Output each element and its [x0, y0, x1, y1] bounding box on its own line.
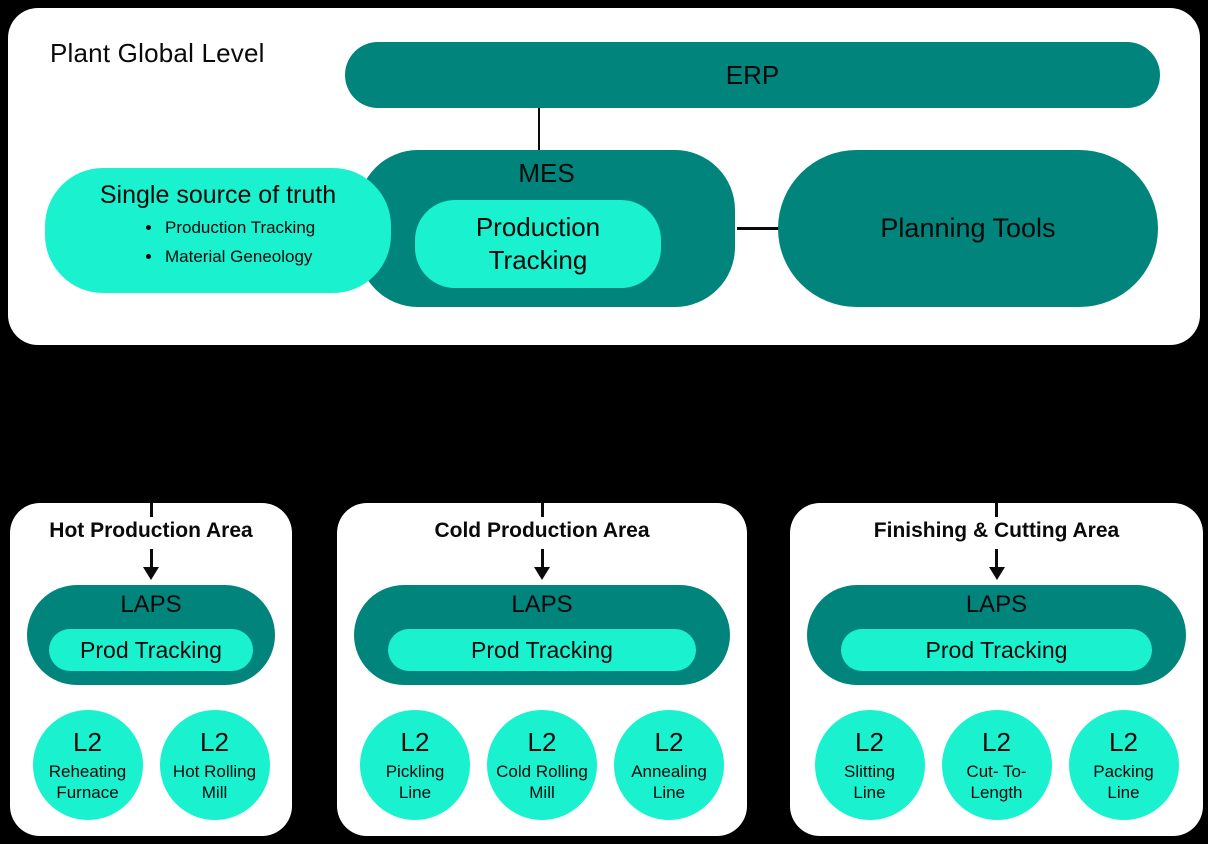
l2-unit-pickling-line: L2 Pickling Line [360, 710, 470, 820]
area-title: Finishing & Cutting Area [873, 519, 1120, 542]
down-arrow-head [143, 567, 159, 580]
down-arrow-line [540, 549, 544, 567]
down-arrow-head [534, 567, 550, 580]
laps-label: LAPS [511, 591, 573, 618]
mes-production-tracking-node: Production Tracking [415, 200, 661, 288]
l2-unit-name-line: Furnace [56, 783, 119, 802]
l2-unit-annealing-line: L2 Annealing Line [614, 710, 724, 820]
down-arrow-line [995, 503, 998, 517]
l2-unit-reheating-furnace: L2 Reheating Furnace [32, 710, 143, 820]
l2-level-label: L2 [1109, 727, 1138, 757]
single-source-bullet-list: Production Tracking Material Geneology [45, 213, 391, 271]
laps-node: LAPS Prod Tracking [354, 585, 730, 685]
down-arrow-head [988, 567, 1005, 580]
erp-label: ERP [725, 59, 780, 90]
l2-level-label: L2 [855, 727, 884, 757]
l2-unit-name-line: Slitting [843, 762, 896, 781]
prod-tracking-label: Prod Tracking [925, 636, 1068, 663]
prod-tracking-node: Prod Tracking [841, 629, 1152, 671]
l2-unit-name-line: Annealing [631, 762, 707, 781]
l2-unit-name-line: Line [398, 783, 432, 802]
mes-production-tracking-line2: Tracking [488, 245, 588, 275]
mes-label: MES [518, 158, 575, 188]
l2-unit-name-line: Packing [1093, 762, 1154, 781]
l2-unit-name-line: Hot Rolling [172, 762, 257, 781]
down-arrow-line [149, 503, 153, 517]
cold-production-area-card: Cold Production Area LAPS Prod Tracking … [337, 503, 747, 836]
mes-planning-connector-line [737, 227, 779, 230]
l2-unit-name-line: Cold Rolling [496, 762, 588, 781]
hot-production-area-card: Hot Production Area LAPS Prod Tracking L… [10, 503, 292, 836]
l2-unit-hot-rolling-mill: L2 Hot Rolling Mill [159, 710, 270, 820]
l2-level-label: L2 [982, 727, 1011, 757]
finishing-cutting-area-card: Finishing & Cutting Area LAPS Prod Track… [790, 503, 1203, 836]
erp-mes-connector-line [538, 108, 540, 150]
laps-node: LAPS Prod Tracking [27, 585, 275, 685]
l2-unit-name-line: Mill [529, 783, 555, 802]
l2-unit-name-line: Reheating [48, 762, 127, 781]
l2-level-label: L2 [400, 727, 430, 757]
plant-global-card: Plant Global Level ERP MES Production Tr… [8, 8, 1200, 345]
l2-unit-name-line: Pickling [385, 762, 445, 781]
l2-level-label: L2 [654, 727, 684, 757]
l2-unit-name-line: Line [853, 783, 886, 802]
area-title: Cold Production Area [434, 519, 650, 542]
l2-circle-row: L2 Reheating Furnace L2 Hot Rolling Mill [10, 710, 292, 820]
down-arrow-line [149, 549, 153, 567]
l2-unit-name-line: Line [652, 783, 686, 802]
planning-tools-label: Planning Tools [880, 213, 1056, 243]
l2-level-label: L2 [200, 727, 229, 757]
single-source-bullet: Material Geneology [163, 242, 391, 271]
prod-tracking-node: Prod Tracking [387, 629, 697, 671]
down-arrow-line [995, 549, 998, 567]
l2-unit-cut-to-length: L2 Cut- To- Length [941, 710, 1052, 820]
prod-tracking-node: Prod Tracking [49, 629, 253, 671]
l2-unit-name-line: Cut- To- [966, 762, 1027, 781]
area-title: Hot Production Area [49, 519, 253, 542]
l2-circle-row: L2 Pickling Line L2 Cold Rolling Mill L2… [337, 710, 747, 820]
prod-tracking-label: Prod Tracking [80, 636, 222, 663]
plant-global-title: Plant Global Level [50, 38, 265, 68]
l2-level-label: L2 [73, 727, 102, 757]
l2-unit-name-line: Length [970, 783, 1023, 802]
single-source-title: Single source of truth [99, 181, 337, 209]
single-source-bullet: Production Tracking [163, 213, 391, 242]
l2-unit-name-line: Line [1107, 783, 1140, 802]
mes-production-tracking-line1: Production [475, 212, 601, 242]
down-arrow-line [540, 503, 544, 517]
erp-node: ERP [345, 42, 1160, 108]
l2-level-label: L2 [527, 727, 557, 757]
prod-tracking-label: Prod Tracking [471, 636, 613, 663]
l2-unit-name-line: Mill [201, 783, 228, 802]
laps-label: LAPS [965, 591, 1028, 618]
l2-unit-slitting-line: L2 Slitting Line [814, 710, 925, 820]
laps-node: LAPS Prod Tracking [807, 585, 1186, 685]
laps-label: LAPS [120, 591, 182, 618]
mes-node: MES Production Tracking [358, 150, 735, 307]
l2-unit-cold-rolling-mill: L2 Cold Rolling Mill [487, 710, 597, 820]
l2-unit-packing-line: L2 Packing Line [1068, 710, 1179, 820]
l2-circle-row: L2 Slitting Line L2 Cut- To- Length L2 P… [790, 710, 1203, 820]
planning-tools-node: Planning Tools [778, 150, 1158, 307]
single-source-of-truth-callout: Single source of truth Production Tracki… [45, 168, 391, 293]
